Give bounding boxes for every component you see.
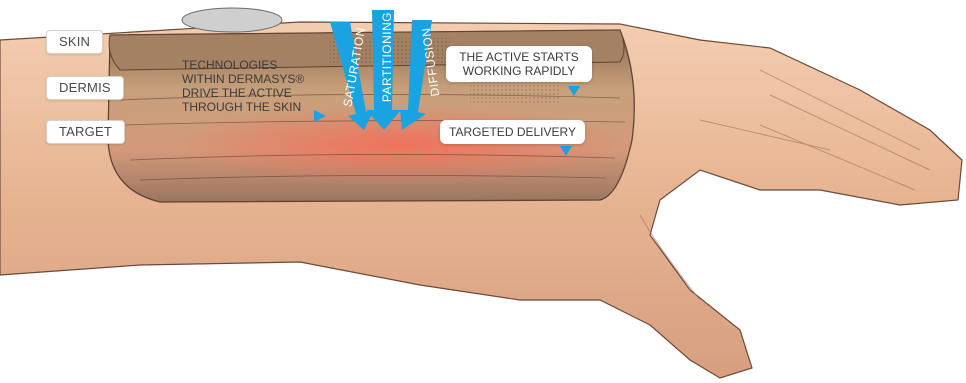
targeted-delivery-callout: TARGETED DELIVERY xyxy=(440,120,585,144)
dermis-layer-label: DERMIS xyxy=(46,76,124,100)
applied-product xyxy=(182,8,282,32)
partitioning-arrow-label: PARTITIONING xyxy=(380,12,394,102)
active-starts-line-1: THE ACTIVE STARTS xyxy=(446,50,592,64)
skin-layer-label: SKIN xyxy=(46,30,103,54)
technologies-callout: TECHNOLOGIES WITHIN DERMASYS® DRIVE THE … xyxy=(182,58,317,114)
technologies-line-4: THROUGH THE SKIN xyxy=(182,100,317,114)
technologies-line-1: TECHNOLOGIES xyxy=(182,58,317,72)
target-glow xyxy=(170,105,630,185)
technologies-line-3: DRIVE THE ACTIVE xyxy=(182,86,317,100)
active-starts-callout: THE ACTIVE STARTS WORKING RAPIDLY xyxy=(446,46,592,82)
technologies-line-2: WITHIN DERMASYS® xyxy=(182,72,317,86)
target-layer-label: TARGET xyxy=(46,120,125,144)
active-starts-line-2: WORKING RAPIDLY xyxy=(446,64,592,78)
